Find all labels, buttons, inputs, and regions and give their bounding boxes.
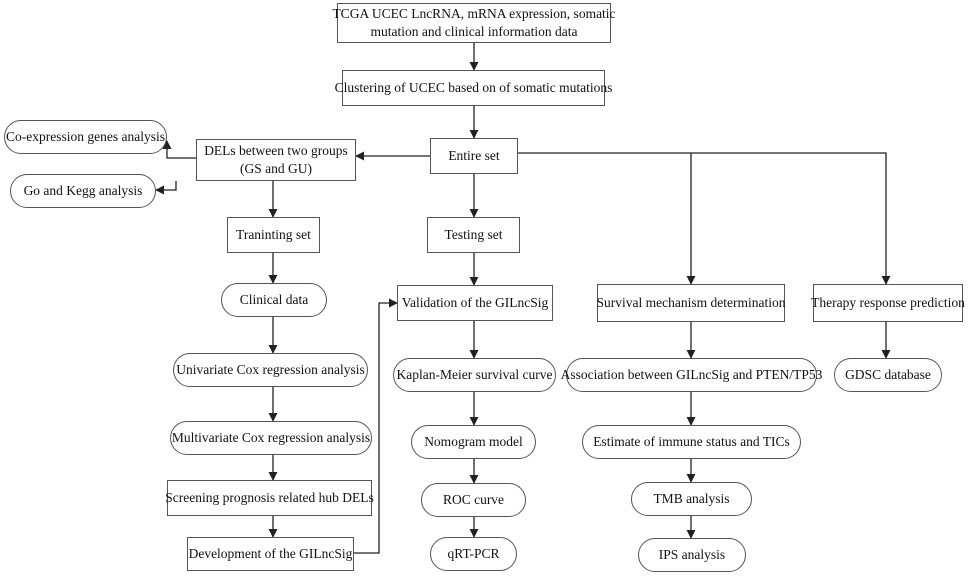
node-validation: Validation of the GILncSig [397,285,553,321]
edge-development-to-validation [354,298,398,554]
node-nomogram: Nomogram model [411,425,536,459]
node-gdsc-label: GDSC database [845,367,931,383]
node-screening: Screening prognosis related hub DELs [165,480,374,516]
node-kaplan-meier-label: Kaplan-Meier survival curve [396,367,553,383]
node-association: Association between GILncSig and PTEN/TP… [561,358,822,392]
node-entire-set-label: Entire set [448,148,500,164]
node-dels-line2: (GS and GU) [240,161,312,176]
edge-dels-to-coexpression [162,140,196,159]
node-ips: IPS analysis [638,538,746,572]
node-source-data: TCGA UCEC LncRNA, mRNA expression, somat… [332,3,616,43]
node-immune-status-label: Estimate of immune status and TICs [593,434,790,450]
node-gdsc: GDSC database [834,358,942,392]
node-therapy-response: Therapy response prediction [811,284,965,322]
node-dels: DELs between two groups (GS and GU) [196,139,356,181]
edge-dels-to-gokegg [155,181,177,195]
node-roc: ROC curve [421,483,526,517]
node-screening-label: Screening prognosis related hub DELs [165,490,374,506]
node-coexpression: Co-expression genes analysis [4,120,167,154]
node-clustering: Clustering of UCEC based on of somatic m… [335,70,612,106]
node-qrt-pcr: qRT-PCR [430,537,517,571]
node-coexpression-label: Co-expression genes analysis [6,129,165,145]
node-testing-set: Testing set [427,217,520,253]
node-qrt-pcr-label: qRT-PCR [447,546,500,562]
node-validation-label: Validation of the GILncSig [401,295,549,311]
node-association-label: Association between GILncSig and PTEN/TP… [560,367,823,383]
node-entire-set: Entire set [430,138,518,174]
node-multivariate-cox: Multivariate Cox regression analysis [170,421,372,455]
node-nomogram-label: Nomogram model [424,434,523,450]
node-therapy-response-label: Therapy response prediction [811,295,965,311]
node-survival-mechanism-label: Survival mechanism determination [596,295,786,311]
node-kaplan-meier: Kaplan-Meier survival curve [393,358,556,392]
node-training-set-label: Traninting set [236,227,311,243]
node-tmb-label: TMB analysis [653,491,730,507]
node-clustering-label: Clustering of UCEC based on of somatic m… [334,80,613,96]
node-go-kegg: Go and Kegg analysis [10,174,156,208]
node-dels-line1: DELs between two groups [204,143,348,159]
node-roc-label: ROC curve [442,492,505,508]
node-univariate-cox-label: Univariate Cox regression analysis [176,362,365,378]
node-source-data-line1: TCGA UCEC LncRNA, mRNA expression, somat… [332,6,616,22]
edge-entire-to-therapy [518,152,891,285]
node-clinical-data: Clinical data [221,283,327,317]
node-univariate-cox: Univariate Cox regression analysis [173,353,368,387]
node-source-data-line2: mutation and clinical information data [370,24,578,39]
node-training-set: Traninting set [227,217,320,253]
node-multivariate-cox-label: Multivariate Cox regression analysis [171,430,371,446]
node-immune-status: Estimate of immune status and TICs [582,425,801,459]
node-development: Development of the GILncSig [187,537,354,571]
node-testing-set-label: Testing set [444,227,503,243]
node-survival-mechanism: Survival mechanism determination [597,284,785,322]
node-clinical-data-label: Clinical data [239,292,309,308]
node-development-label: Development of the GILncSig [188,546,353,562]
node-ips-label: IPS analysis [658,547,726,563]
node-tmb: TMB analysis [631,482,752,516]
node-go-kegg-label: Go and Kegg analysis [23,183,143,199]
